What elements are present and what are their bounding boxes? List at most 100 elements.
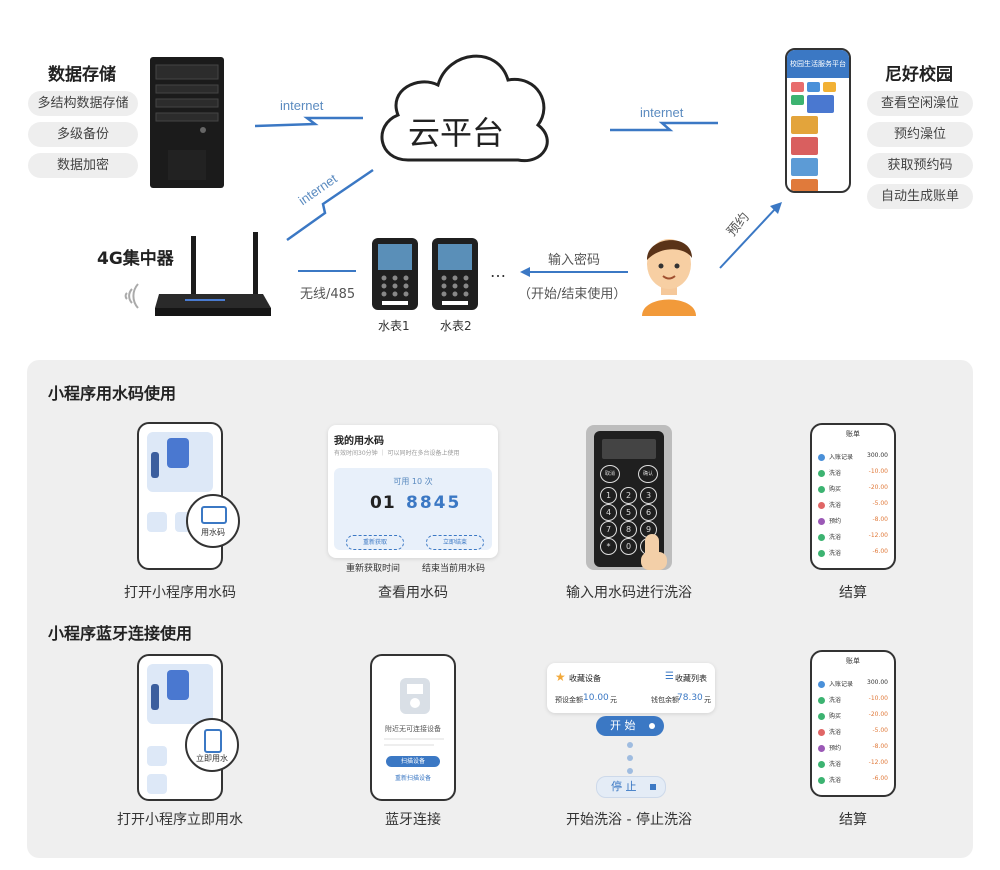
bill-category-icon <box>818 761 825 768</box>
campus-item-3: 获取预约码 <box>867 153 973 178</box>
bill-category-icon <box>818 729 825 736</box>
bluetooth-phone: 附近无可连接设备 扫描设备 重新扫描设备 <box>370 654 456 801</box>
bill-item-amount: -5.00 <box>872 727 888 734</box>
refresh-code-note: 重新获取时间 <box>346 564 401 574</box>
cloud-icon <box>380 54 549 163</box>
bill-item-name: 洗浴 <box>829 470 842 477</box>
end-code-note: 结束当前用水码 <box>422 564 486 574</box>
keypad-key[interactable]: * <box>600 538 617 555</box>
bill-row: 入账记录 300.00 <box>818 451 888 465</box>
bill-category-icon <box>818 681 825 688</box>
bill-category-icon <box>818 745 825 752</box>
bill-item-name: 洗浴 <box>829 550 842 557</box>
section-qr-title: 小程序用水码使用 <box>48 384 177 403</box>
bill-item-name: 预约 <box>829 745 842 752</box>
bill-row: 洗浴-12.00 <box>818 758 888 772</box>
keypad-key[interactable]: 2 <box>620 487 637 504</box>
storage-item-3: 数据加密 <box>28 153 138 178</box>
keypad-key[interactable]: 4 <box>600 504 617 521</box>
keypad-key[interactable]: 1 <box>600 487 617 504</box>
bill-item-name: 入账记录 <box>829 681 854 688</box>
storage-item-2: 多级备份 <box>28 122 138 147</box>
code-part-b: 8845 <box>406 493 462 513</box>
no-device-text: 附近无可连接设备 <box>385 725 441 733</box>
preset-amount-value: 10.00 <box>583 693 609 703</box>
bill-item-amount: 300.00 <box>867 452 888 459</box>
keypad-key[interactable]: 6 <box>640 504 657 521</box>
bill-item-name: 洗浴 <box>829 534 842 541</box>
start-indicator-icon <box>649 723 655 729</box>
keypad-key[interactable]: 确认 <box>638 465 658 483</box>
water-badge-label: 立即用水 <box>196 754 228 763</box>
bill-row: 购买-20.00 <box>818 710 888 724</box>
bill-row: 洗浴 -5.00 <box>818 726 888 740</box>
phone-screen-title: 校园生活服务平台 <box>787 50 849 78</box>
star-icon: ★ <box>555 670 566 684</box>
bill-item-name: 入账记录 <box>829 454 854 461</box>
water-meter-icon <box>372 238 418 310</box>
bill-row: 洗浴-10.00 <box>818 694 888 708</box>
bill-row: 洗浴-5.00 <box>818 499 888 513</box>
end-code-button[interactable]: 立即结束 <box>426 535 484 550</box>
arrow-up-right-icon <box>719 202 782 269</box>
campus-title: 尼好校园 <box>885 65 953 85</box>
bill-phone-2: 账单入账记录 300.00 洗浴-10.00 购买-20.00 洗浴 -5.00 预约-8.… <box>810 650 896 797</box>
campus-item-4: 自动生成账单 <box>867 184 973 209</box>
wireless-label: 无线/485 <box>300 287 356 302</box>
arrow-left-icon <box>520 267 628 277</box>
keypad-key[interactable]: 3 <box>640 487 657 504</box>
finger-icon <box>641 534 667 570</box>
rescan-link[interactable]: 重新扫描设备 <box>394 775 431 782</box>
refresh-code-button[interactable]: 重新获取 <box>346 535 404 550</box>
qr-code-badge[interactable]: 用水码 <box>186 494 240 548</box>
bill-title: 账单 <box>846 657 860 665</box>
water-code-card: 我的用水码 有效时间30分钟 ｜ 可以同时在多台设备上使用 可用 10 次 01… <box>328 425 498 558</box>
progress-dot <box>627 768 633 774</box>
keypad-key[interactable]: 取消 <box>600 465 620 483</box>
bill-category-icon <box>818 534 825 541</box>
caption-enter-code: 输入用水码进行洗浴 <box>566 585 692 601</box>
bill-row: 购买 -20.00 <box>818 483 888 497</box>
section-bt-title: 小程序蓝牙连接使用 <box>48 624 193 643</box>
scan-device-button[interactable]: 扫描设备 <box>386 756 440 767</box>
progress-dot <box>627 755 633 761</box>
bill-row: 预约-8.00 <box>818 515 888 529</box>
user-avatar-icon <box>642 239 696 316</box>
bill-category-icon <box>818 550 825 557</box>
keypad-key[interactable]: 8 <box>620 521 637 538</box>
bill-item-amount: -6.00 <box>872 775 888 782</box>
wireless-link-line <box>298 270 356 272</box>
meter-2-label: 水表2 <box>440 319 472 333</box>
bill-row: 预约-8.00 <box>818 742 888 756</box>
bill-category-icon <box>818 486 825 493</box>
meters-ellipsis: … <box>490 262 506 281</box>
stop-indicator-icon <box>650 784 656 790</box>
keypad-key[interactable]: 5 <box>620 504 637 521</box>
start-button[interactable]: 开 始 <box>596 716 664 736</box>
lightning-link-icon <box>286 168 374 242</box>
start-stop-label: （开始/结束使用） <box>518 287 627 302</box>
bill-row: 洗浴-10.00 <box>818 467 888 481</box>
use-water-badge[interactable]: 立即用水 <box>185 718 239 772</box>
water-device-icon <box>204 729 222 753</box>
lightning-link-icon <box>610 121 718 132</box>
favorite-list-link[interactable]: 收藏列表 <box>675 674 707 683</box>
bill-item-amount: -20.00 <box>868 484 888 491</box>
bill-item-name: 洗浴 <box>829 729 842 736</box>
bill-item-amount: 300.00 <box>867 679 888 686</box>
storage-item-1: 多结构数据存储 <box>28 91 138 116</box>
bill-row: 洗浴 -6.00 <box>818 774 888 788</box>
bill-item-name: 洗浴 <box>829 777 842 784</box>
keypad-key[interactable]: 7 <box>600 521 617 538</box>
caption-start-stop: 开始洗浴 - 停止洗浴 <box>566 812 692 828</box>
bill-item-name: 预约 <box>829 518 842 525</box>
code-part-a: 01 <box>370 493 396 513</box>
keypad-key[interactable]: 0 <box>620 538 637 555</box>
bill-category-icon <box>818 502 825 509</box>
bill-item-name: 购买 <box>829 486 842 493</box>
internet-label-left: internet <box>280 98 324 113</box>
bill-row: 入账记录 300.00 <box>818 678 888 692</box>
stop-button[interactable]: 停 止 <box>596 776 666 798</box>
router-icon <box>155 232 271 316</box>
